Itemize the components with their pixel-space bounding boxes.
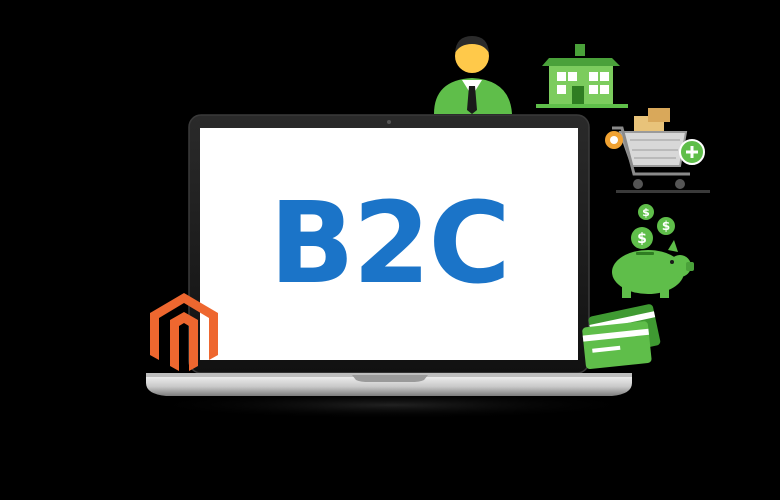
laptop	[146, 114, 632, 396]
piggy-bank-icon: $ $ $	[612, 204, 694, 298]
magento-logo-icon	[150, 293, 218, 371]
laptop-screen	[200, 128, 578, 360]
svg-text:$: $	[637, 231, 647, 247]
credit-card-icon	[582, 304, 661, 370]
laptop-base	[146, 375, 632, 396]
laptop-notch	[352, 375, 428, 382]
svg-text:$: $	[642, 206, 650, 219]
shopping-cart-icon	[605, 108, 710, 193]
svg-text:$: $	[662, 219, 670, 233]
businessman-icon	[434, 36, 512, 114]
house-icon	[536, 44, 628, 108]
laptop-shadow	[142, 391, 642, 419]
screen-title: B2C	[269, 179, 511, 309]
